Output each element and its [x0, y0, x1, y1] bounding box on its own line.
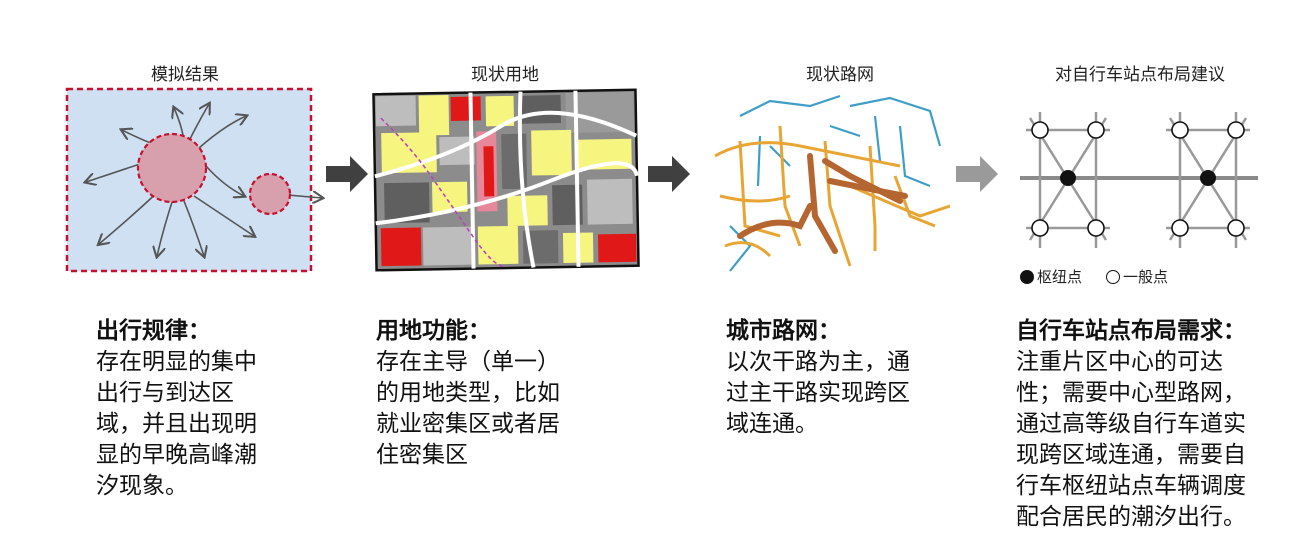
description-heading: 出行规律： — [96, 318, 211, 344]
road-network-map — [714, 94, 951, 272]
bike-station-layout-diagram — [1020, 112, 1258, 248]
land-use-map — [372, 88, 640, 272]
description-travel-pattern: 出行规律： 存在明显的集中 出行与到达区 域，并且出现明 显的早晚高峰潮 汐现象… — [96, 316, 326, 502]
hub-station-icon — [1020, 269, 1034, 284]
description-body: 存在主导（单一） 的用地类型，比如 就业密集区或者居 住密集区 — [376, 349, 560, 468]
description-body: 存在明显的集中 出行与到达区 域，并且出现明 显的早晚高峰潮 汐现象。 — [96, 349, 257, 499]
description-body: 以次干路为主，通 过主干路实现跨区 域连通。 — [726, 349, 910, 437]
panel-title-road-network: 现状路网 — [806, 65, 874, 85]
legend-normal-label: 一般点 — [1123, 268, 1169, 286]
flow-arrow-3 — [956, 156, 998, 192]
flow-arrow-1 — [326, 156, 368, 192]
simulation-result-figure — [65, 87, 330, 273]
normal-station-icon — [1106, 269, 1121, 284]
panel-title-bike-station-suggestion: 对自行车站点布局建议 — [1055, 65, 1225, 85]
description-body: 注重片区中心的可达 性；需要中心型路网， 通过高等级自行车道实 现跨区域连通，需… — [1016, 349, 1246, 530]
description-road-network: 城市路网： 以次干路为主，通 过主干路实现跨区 域连通。 — [726, 316, 966, 440]
description-bike-station-needs: 自行车站点布局需求： 注重片区中心的可达 性；需要中心型路网， 通过高等级自行车… — [1016, 316, 1312, 533]
description-heading: 用地功能： — [376, 318, 491, 344]
legend-hub-label: 枢纽点 — [1037, 268, 1083, 286]
description-heading: 自行车站点布局需求： — [1016, 318, 1246, 344]
station-legend: 枢纽点 一般点 — [1020, 266, 1168, 287]
panel-title-land-use: 现状用地 — [471, 65, 539, 85]
description-heading: 城市路网： — [726, 318, 841, 344]
flow-arrow-2 — [648, 156, 690, 192]
description-land-function: 用地功能： 存在主导（单一） 的用地类型，比如 就业密集区或者居 住密集区 — [376, 316, 616, 471]
panel-title-simulation: 模拟结果 — [151, 65, 219, 85]
